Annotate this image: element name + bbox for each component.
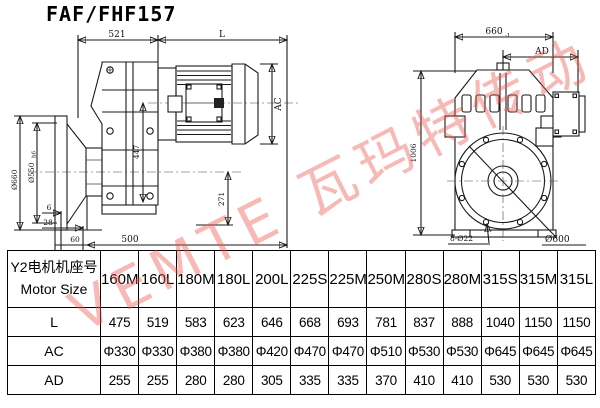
dim-L-label: L	[219, 30, 225, 40]
motor-size-column: 315M	[518, 250, 558, 308]
dimension-value-cell: 1150	[518, 307, 558, 337]
motor-size-column: 200L	[252, 250, 292, 308]
dimension-value-cell: 646	[252, 307, 292, 337]
dimension-value-cell: 530	[518, 365, 558, 395]
dimension-value-cell: Φ645	[480, 336, 520, 366]
dim-AD-label: AD	[534, 47, 549, 57]
dimension-value-cell: 410	[442, 365, 482, 395]
motor-size-header-en: Motor Size	[20, 281, 88, 297]
front-view-drawing: 660 -1 AD 1006 8-Ø22 Ø600	[409, 27, 586, 246]
motor-size-column: 250M	[366, 250, 406, 308]
dim-8-phi22-label: 8-Ø22	[450, 234, 473, 243]
dimension-value-cell: 255	[138, 365, 178, 395]
dimension-row-label: L	[7, 307, 101, 337]
cooling-slots	[461, 94, 546, 113]
motor-size-column: 315S	[480, 250, 520, 308]
motor-size-column: 225M	[328, 250, 368, 308]
dim-phi660-label: Ø660	[10, 169, 19, 190]
technical-drawing: 521 L AC 447 271 Ø660 Ø550 h6 6 28 60 50…	[10, 27, 586, 250]
motor-size-column: 280S	[404, 250, 444, 308]
dimension-value-cell: 335	[328, 365, 368, 395]
dimension-value-cell: 781	[366, 307, 406, 337]
dimension-value-cell: Φ645	[556, 336, 597, 366]
motor-size-column: 180M	[176, 250, 216, 308]
side-view-dimensions	[14, 35, 287, 250]
motor-size-header-cn: Y2电机机座号	[10, 259, 98, 276]
dimension-value-cell: 1040	[480, 307, 520, 337]
dimension-value-cell: 519	[138, 307, 178, 337]
dim-271-label: 271	[217, 192, 226, 206]
dim-28-label: 28	[43, 218, 53, 227]
page-title: FAF/FHF157	[46, 2, 177, 26]
dim-447-label: 447	[132, 145, 141, 160]
dim-500-label: 500	[121, 235, 138, 245]
dimension-value-cell: Φ645	[518, 336, 558, 366]
dimension-value-cell: 475	[99, 307, 140, 337]
dimension-value-cell: 623	[214, 307, 254, 337]
dimension-value-cell: Φ470	[290, 336, 330, 366]
dimension-value-cell: Φ530	[404, 336, 444, 366]
bolt-icon	[106, 66, 154, 200]
motor-size-column: 280M	[442, 250, 482, 308]
motor	[157, 63, 259, 145]
dim-phi550-tolerance: h6	[32, 150, 38, 158]
dimension-value-cell: Φ470	[328, 336, 368, 366]
motor-size-column: 160M	[99, 250, 140, 308]
side-view-drawing: 521 L AC 447 271 Ø660 Ø550 h6 6 28 60 50…	[10, 30, 300, 250]
dimension-value-cell: Φ510	[366, 336, 406, 366]
bottom-cover	[101, 204, 157, 215]
dimension-value-cell: 335	[290, 365, 330, 395]
dimension-value-cell: 693	[328, 307, 368, 337]
dimension-value-cell: 255	[99, 365, 140, 395]
dimension-value-cell: 668	[290, 307, 330, 337]
dimension-value-cell: 280	[176, 365, 216, 395]
dim-phi600-label: Ø600	[545, 234, 570, 245]
dim-6-label: 6	[47, 203, 52, 212]
dimension-value-cell: 1150	[556, 307, 597, 337]
terminal-box	[535, 91, 586, 147]
dimension-row-label: AC	[7, 336, 101, 366]
dim-60-label: 60	[70, 235, 80, 244]
dim-660-label: 660	[485, 27, 502, 37]
dimension-value-cell: 583	[176, 307, 216, 337]
dimension-value-cell: Φ330	[138, 336, 178, 366]
dim-660-tolerance: -1	[505, 33, 510, 39]
dim-AC-label: AC	[274, 97, 284, 111]
motor-size-column: 180L	[214, 250, 254, 308]
front-view-dimensions	[413, 32, 586, 246]
motor-size-column: 315L	[556, 250, 597, 308]
dim-521-label: 521	[108, 30, 125, 40]
dimension-value-cell: 370	[366, 365, 406, 395]
motor-size-header: Y2电机机座号 Motor Size	[7, 250, 101, 308]
motor-size-column: 225S	[290, 250, 330, 308]
dimension-value-cell: 837	[404, 307, 444, 337]
dimension-value-cell: 280	[214, 365, 254, 395]
dimension-value-cell: 305	[252, 365, 292, 395]
dimension-value-cell: Φ380	[214, 336, 254, 366]
dimension-value-cell: 530	[480, 365, 520, 395]
dimension-value-cell: 888	[442, 307, 482, 337]
dimension-value-cell: Φ420	[252, 336, 292, 366]
dimension-value-cell: Φ380	[176, 336, 216, 366]
dim-1006-label: 1006	[409, 143, 418, 162]
motor-size-column: 160L	[138, 250, 178, 308]
dimension-row-label: AD	[7, 365, 101, 395]
dim-phi550-label: Ø550	[27, 162, 36, 183]
dimension-value-cell: Φ330	[99, 336, 140, 366]
dimension-value-cell: 530	[556, 365, 597, 395]
dimension-value-cell: Φ530	[442, 336, 482, 366]
dimension-value-cell: 410	[404, 365, 444, 395]
